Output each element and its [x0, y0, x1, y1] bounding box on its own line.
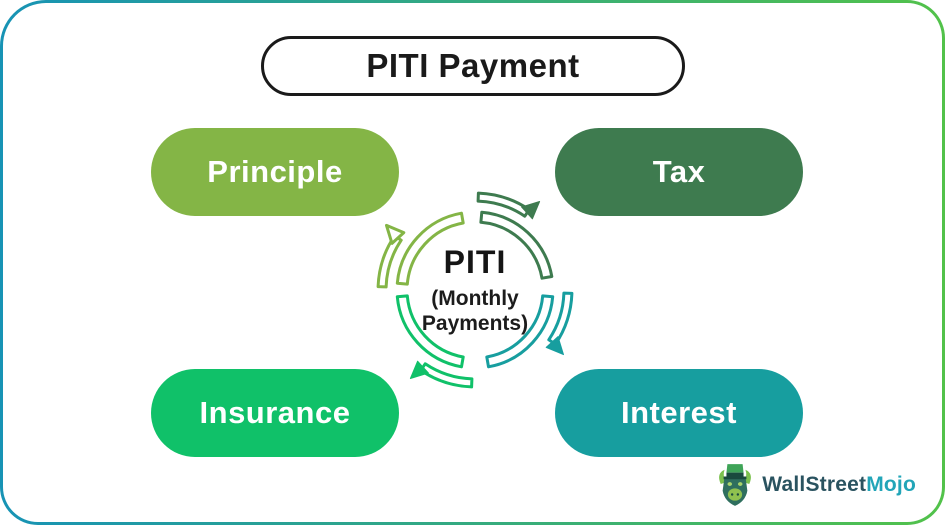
bull-mascot-icon	[719, 464, 752, 506]
node-tax-label: Tax	[652, 154, 706, 189]
brand-wordmark: WallStreetMojo	[762, 473, 916, 497]
node-insurance-label: Insurance	[199, 395, 351, 430]
node-principle-label: Principle	[207, 154, 343, 189]
arrowhead-interest-icon	[545, 336, 564, 356]
cycle-arrows-graphic	[376, 191, 574, 389]
arrowhead-principle-icon	[385, 223, 406, 245]
cycle-swoosh-insurance	[419, 362, 474, 389]
page-title: PITI Payment	[366, 47, 580, 84]
cycle-arc-principle	[395, 211, 465, 286]
cycle-arc-tax	[479, 210, 554, 280]
node-insurance: Insurance	[151, 369, 399, 457]
brand-logo: WallStreetMojo	[716, 462, 916, 508]
cycle-swoosh-principle	[376, 234, 403, 289]
node-interest-label: Interest	[621, 395, 737, 430]
arrowhead-insurance-icon	[409, 360, 429, 379]
brand-primary: WallStreet	[762, 473, 867, 496]
brand-secondary: Mojo	[866, 473, 916, 496]
content-frame: PITI Payment Principle Tax Insurance Int…	[3, 3, 942, 522]
title-pill: PITI Payment	[261, 36, 685, 96]
node-interest: Interest	[555, 369, 803, 457]
cycle-arc-interest	[485, 294, 555, 369]
arrowhead-tax-icon	[521, 201, 541, 220]
cycle-swoosh-tax	[476, 191, 531, 218]
cycle-arc-insurance	[395, 294, 465, 369]
node-principle: Principle	[151, 128, 399, 216]
node-tax: Tax	[555, 128, 803, 216]
cycle-swoosh-interest	[547, 291, 574, 346]
